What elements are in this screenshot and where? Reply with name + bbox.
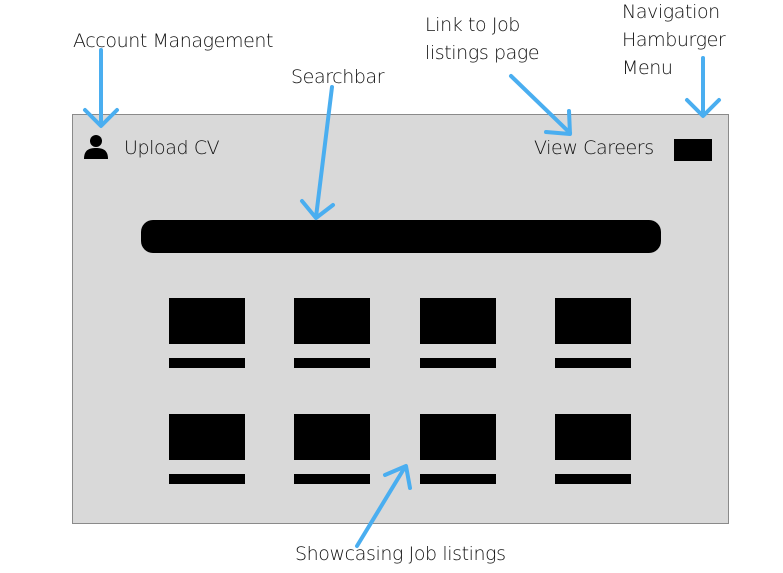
job-listing-title-bar bbox=[294, 474, 370, 484]
job-listing-thumbnail bbox=[169, 298, 245, 344]
annotation-nav-line-1: Navigation bbox=[622, 1, 720, 23]
job-listing-card[interactable] bbox=[420, 298, 498, 370]
job-listing-thumbnail bbox=[294, 298, 370, 344]
job-listing-card[interactable] bbox=[169, 414, 247, 486]
annotation-job-link-line-2: listings page bbox=[425, 42, 540, 64]
job-listing-thumbnail bbox=[420, 414, 496, 460]
annotation-job-link-line-1: Link to Job bbox=[425, 14, 520, 36]
job-listing-card[interactable] bbox=[555, 414, 633, 486]
annotation-nav-line-3: Menu bbox=[622, 57, 673, 79]
annotation-nav-line-2: Hamburger bbox=[622, 29, 726, 51]
annotation-navigation-menu: Navigation Hamburger Menu bbox=[622, 0, 726, 82]
annotation-showcasing-job-listings: Showcasing Job listings bbox=[295, 543, 506, 565]
annotation-job-listings-link: Link to Job listings page bbox=[425, 11, 540, 67]
view-careers-link[interactable]: View Careers bbox=[534, 137, 654, 159]
job-listing-thumbnail bbox=[294, 414, 370, 460]
job-listing-card[interactable] bbox=[294, 414, 372, 486]
annotation-account-management: Account Management bbox=[73, 30, 274, 52]
job-listing-thumbnail bbox=[555, 414, 631, 460]
job-listing-card[interactable] bbox=[555, 298, 633, 370]
job-listing-card[interactable] bbox=[294, 298, 372, 370]
job-listing-title-bar bbox=[555, 474, 631, 484]
job-listing-title-bar bbox=[420, 474, 496, 484]
job-listing-title-bar bbox=[555, 358, 631, 368]
hamburger-menu-icon[interactable] bbox=[674, 139, 712, 161]
job-listing-thumbnail bbox=[420, 298, 496, 344]
annotation-searchbar: Searchbar bbox=[291, 66, 385, 88]
job-listing-title-bar bbox=[420, 358, 496, 368]
job-listing-title-bar bbox=[294, 358, 370, 368]
job-listing-card[interactable] bbox=[169, 298, 247, 370]
job-listing-title-bar bbox=[169, 474, 245, 484]
job-listing-card[interactable] bbox=[420, 414, 498, 486]
person-icon[interactable] bbox=[83, 134, 109, 160]
job-listing-title-bar bbox=[169, 358, 245, 368]
search-bar[interactable] bbox=[141, 220, 661, 253]
upload-cv-link[interactable]: Upload CV bbox=[124, 137, 220, 159]
job-listing-thumbnail bbox=[169, 414, 245, 460]
job-listing-thumbnail bbox=[555, 298, 631, 344]
